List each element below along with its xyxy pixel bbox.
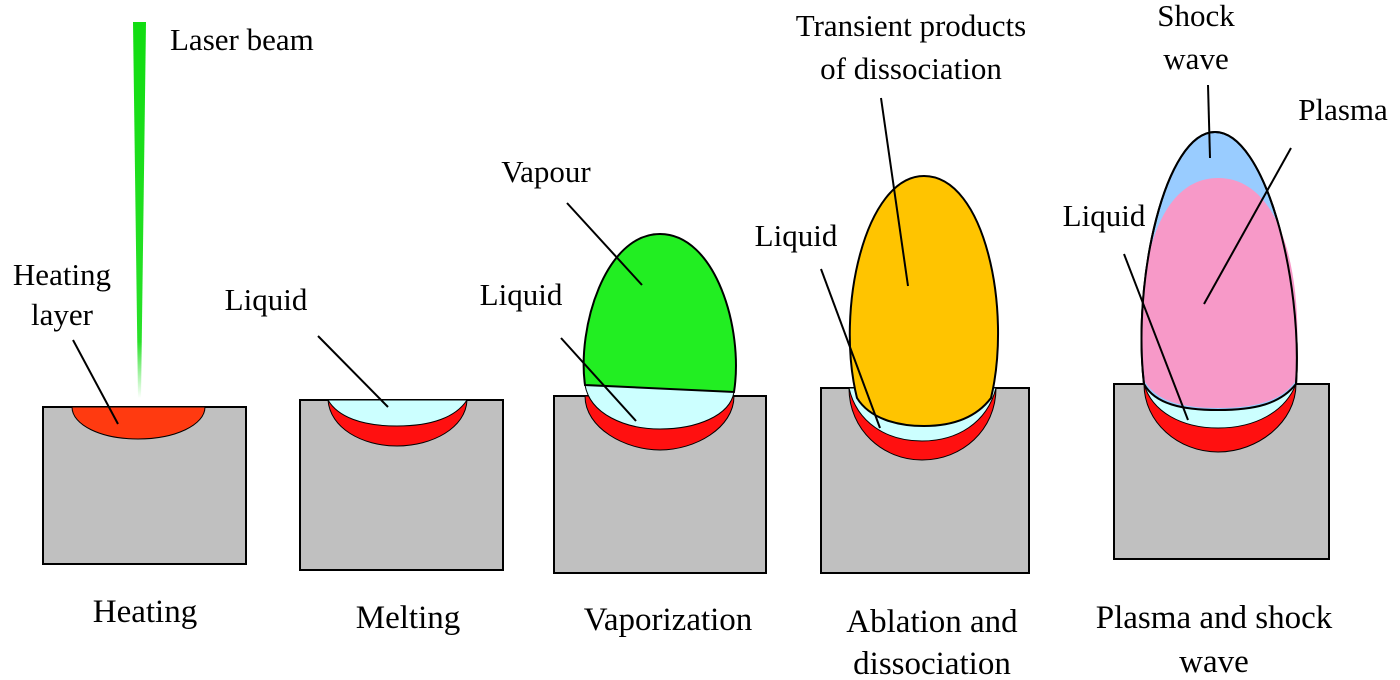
- plasma-core: [1141, 178, 1298, 408]
- vapour-label: Vapour: [501, 154, 591, 189]
- caption-plasma-line2: wave: [1179, 644, 1249, 680]
- stage-heating: Laser beam Heating layer Heating: [13, 22, 314, 630]
- stage-plasma: Shock wave Plasma Liquid Plasma and shoc…: [1063, 0, 1388, 680]
- dissociation-plume: [848, 174, 1000, 428]
- plasma-leader: [1203, 147, 1292, 305]
- stage-vaporization: Vapour Liquid Vaporization: [480, 154, 767, 638]
- caption-ablation-line1: Ablation and: [846, 604, 1018, 640]
- stage-ablation: Transient products of dissociation Liqui…: [755, 8, 1030, 680]
- plasma-label: Plasma: [1298, 92, 1388, 127]
- liquid-label: Liquid: [480, 277, 563, 312]
- caption-melting: Melting: [356, 600, 461, 636]
- heating-layer-label-line1: Heating: [13, 257, 111, 292]
- vapour-plume: [582, 232, 737, 394]
- laser-beam-label: Laser beam: [170, 22, 314, 57]
- laser-beam: [133, 22, 146, 398]
- liquid-leader: [820, 268, 881, 429]
- transient-label-line2: of dissociation: [820, 51, 1002, 86]
- liquid-pool: [327, 399, 468, 427]
- liquid-label: Liquid: [225, 282, 308, 317]
- liquid-leader: [317, 335, 389, 408]
- shock-wave-outline: [1140, 130, 1298, 385]
- liquid-leader: [1123, 253, 1189, 421]
- heating-layer-label-line2: layer: [31, 297, 94, 332]
- heating-layer: [71, 406, 206, 440]
- liquid-pool: [584, 384, 735, 430]
- caption-vaporization: Vaporization: [584, 602, 753, 638]
- liquid-label: Liquid: [755, 218, 838, 253]
- vapour-leader: [566, 202, 643, 286]
- heating-layer-leader: [72, 339, 119, 425]
- caption-plasma-line1: Plasma and shock: [1096, 600, 1333, 636]
- liquid-leader: [560, 337, 637, 422]
- shock-wave-leader: [1207, 84, 1211, 159]
- transient-leader: [880, 97, 909, 287]
- liquid-label: Liquid: [1063, 198, 1146, 233]
- stage-melting: Liquid Melting: [225, 282, 504, 636]
- shock-wave-label-line2: wave: [1163, 41, 1228, 76]
- caption-ablation-line2: dissociation: [853, 646, 1011, 680]
- shock-wave-label-line1: Shock: [1157, 0, 1235, 33]
- caption-heating: Heating: [93, 594, 197, 630]
- transient-label-line1: Transient products: [796, 8, 1027, 43]
